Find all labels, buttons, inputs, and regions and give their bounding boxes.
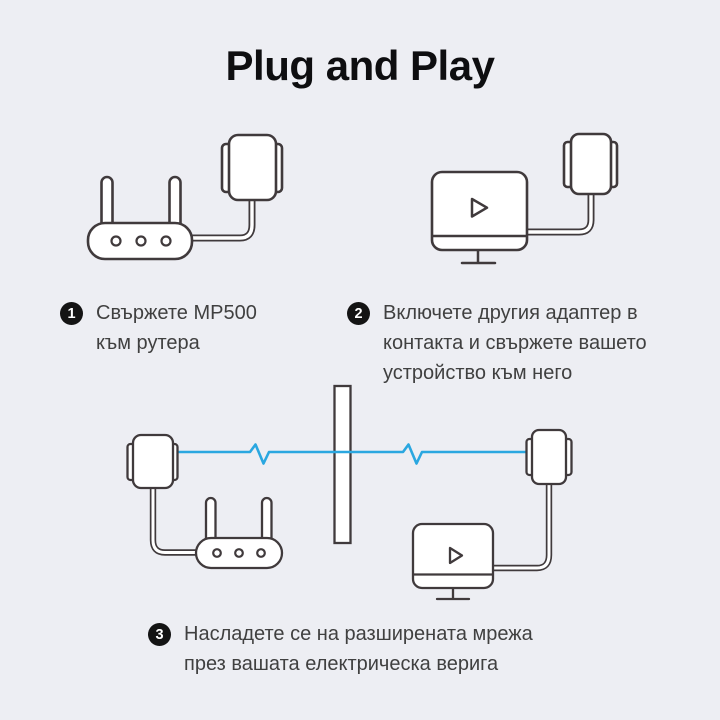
- wall: [333, 384, 352, 545]
- monitor-icon: [430, 170, 529, 265]
- cable: [188, 196, 254, 240]
- monitor-stand: [435, 587, 471, 601]
- step-2-line-2: контакта и свържете вашето: [383, 332, 647, 354]
- step-3-line-2: през вашата електрическа верига: [184, 653, 499, 675]
- step-1-badge: 1: [60, 302, 83, 325]
- cable: [490, 480, 551, 570]
- router-icon: [86, 175, 194, 261]
- step-1-line-2: към рутера: [96, 332, 200, 354]
- powerline-adapter-icon: [562, 132, 619, 196]
- step-2-text: Включете другия адаптер в контакта и свъ…: [383, 298, 647, 388]
- step-2-line-1: Включете другия адаптер в: [383, 302, 638, 324]
- step-2-badge: 2: [347, 302, 370, 325]
- monitor-icon: [411, 522, 495, 601]
- play-icon: [470, 197, 489, 218]
- step-2-line-3: устройство към него: [383, 362, 573, 384]
- figure-step2-monitor-adapter: [430, 132, 619, 265]
- cable: [151, 484, 200, 554]
- cable: [520, 190, 595, 236]
- step-1: 1 Свържете MP500 към рутера: [60, 302, 257, 358]
- figure-step3-network: [126, 384, 573, 601]
- monitor-stand: [460, 249, 497, 265]
- powerline-adapter-icon: [126, 433, 179, 490]
- cable: [188, 196, 256, 242]
- powerline-adapter-icon: [220, 133, 284, 202]
- powerline-adapter-icon: [525, 428, 573, 486]
- page-title: Plug and Play: [225, 42, 495, 89]
- cable: [520, 190, 593, 234]
- step-2: 2 Включете другия адаптер в контакта и с…: [347, 302, 647, 388]
- step-1-text: Свържете MP500 към рутера: [96, 298, 257, 358]
- step-3-badge: 3: [148, 623, 171, 646]
- figure-step1-router-adapter: [86, 133, 284, 261]
- play-icon: [448, 546, 464, 565]
- cable: [149, 484, 200, 556]
- step-3: 3 Насладете се на разширената мрежа през…: [148, 623, 533, 679]
- cable: [490, 480, 553, 572]
- router-icon: [194, 496, 284, 570]
- powerline-connection-line: [172, 443, 534, 465]
- step-1-line-1: Свържете MP500: [96, 302, 257, 324]
- step-3-line-1: Насладете се на разширената мрежа: [184, 623, 533, 645]
- step-3-text: Насладете се на разширената мрежа през в…: [184, 619, 533, 679]
